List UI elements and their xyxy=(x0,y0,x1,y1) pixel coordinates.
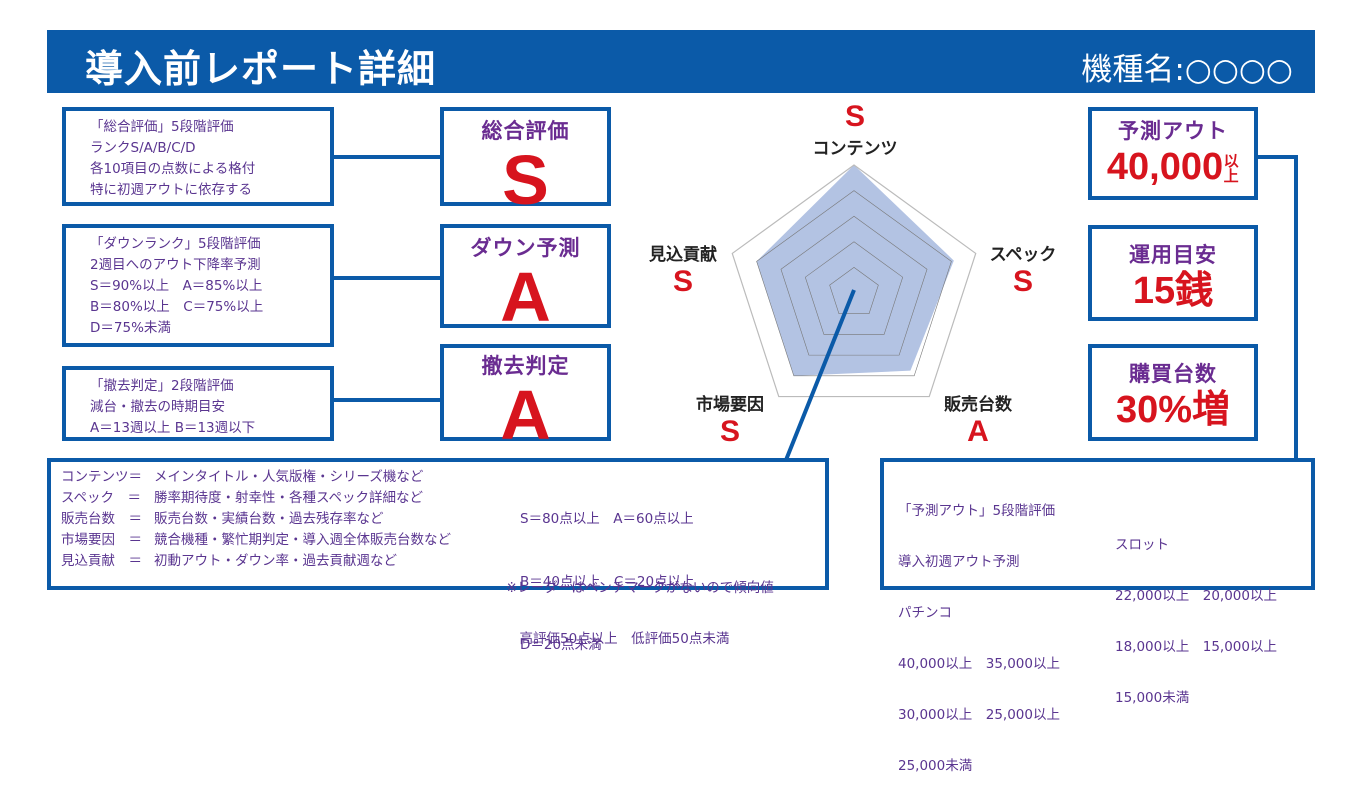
header-bar: 導入前レポート詳細 機種名:○○○○ xyxy=(47,30,1315,93)
overall-score-box: 総合評価 S xyxy=(440,107,611,215)
removal-desc-box: 「撤去判定」2段階評価減台・撤去の時期目安 A＝13週以上 B＝13週以下 xyxy=(62,366,334,441)
page-title: 導入前レポート詳細 xyxy=(85,47,437,91)
legend-term: コンテンツ＝ xyxy=(61,469,142,485)
predicted-out-value: 40,000 xyxy=(1106,146,1224,188)
legend-term: 市場要因 ＝ xyxy=(61,532,142,548)
desc-line: 2週目へのアウト下降率予測 xyxy=(90,257,261,273)
desc-line: 各10項目の点数による格付 xyxy=(90,161,256,177)
down-score-box: ダウン予測 A xyxy=(440,224,611,332)
radar-axis-grade: S xyxy=(844,100,865,133)
out-legend-box: 「予測アウト」5段階評価 導入初週アウト予測 パチンコ 40,000以上 35,… xyxy=(880,458,1315,774)
overall-desc-box: 「総合評価」5段階評価ランクS/A/B/C/D 各10項目の点数による格付特に初週… xyxy=(62,107,334,206)
radar-grid-ring xyxy=(829,267,879,315)
legend-item: 市場要因 ＝ 競合機種・繁忙期判定・導入週全体販売台数など xyxy=(61,530,451,551)
radar-connector-line xyxy=(784,289,856,461)
score-value: S xyxy=(502,141,549,219)
score-label: 撤去判定 xyxy=(481,354,570,378)
radar-axis-grade: S xyxy=(1012,265,1033,298)
radar-axis-label: 見込貢献 xyxy=(649,245,717,265)
legend-definition: 競合機種・繁忙期判定・導入週全体販売台数など xyxy=(154,532,451,548)
desc-line: 「総合評価」5段階評価 xyxy=(90,119,234,135)
legend-definition: 初動アウト・ダウン率・過去貢献週など xyxy=(154,553,397,569)
radar-axis-grade: S xyxy=(719,415,740,448)
radar-axis-label: スペック xyxy=(989,245,1057,265)
score-label: ダウン予測 xyxy=(470,236,581,260)
radar-axis-grade: A xyxy=(967,415,989,448)
legend-item: コンテンツ＝ メインタイトル・人気版権・シリーズ機など xyxy=(61,467,451,488)
legend-item: 販売台数 ＝ 販売台数・実績台数・過去残存率など xyxy=(61,509,451,530)
slot-row: 22,000以上 20,000以上 xyxy=(1115,588,1277,604)
legend-definition: 勝率期待度・射幸性・各種スペック詳細など xyxy=(154,490,424,506)
operation-box: 運用目安 15銭 xyxy=(1088,225,1258,321)
radar-data-area xyxy=(756,165,954,376)
pachinko-row: 30,000以上 25,000以上 xyxy=(898,707,1060,723)
note-line: 高評価50点以上 低評価50点未満 xyxy=(506,631,730,647)
score-value: A xyxy=(500,258,551,336)
desc-line: A＝13週以上 B＝13週以下 xyxy=(90,420,256,436)
desc-line: 「撤去判定」2段階評価 xyxy=(90,378,234,394)
radar-grid-ring xyxy=(804,241,904,335)
pachinko-row: 40,000以上 35,000以上 xyxy=(898,656,1060,672)
pachinko-row: 25,000未満 xyxy=(898,758,973,774)
model-name: 機種名:○○○○ xyxy=(1081,52,1293,88)
legend-term: 販売台数 ＝ xyxy=(61,511,142,527)
legend-term: 見込貢献 ＝ xyxy=(61,553,142,569)
suffix: 上 xyxy=(1223,167,1239,185)
desc-line: ランクS/A/B/C/D xyxy=(90,140,196,156)
connector xyxy=(1256,155,1298,159)
desc-line: B＝80%以上 C＝75%以上 xyxy=(90,299,264,315)
radar-grid-ring xyxy=(756,190,952,377)
radar-legend-box: コンテンツ＝ メインタイトル・人気版権・シリーズ機などスペック ＝ 勝率期待度・射幸… xyxy=(47,458,829,653)
legend-definition: 販売台数・実績台数・過去残存率など xyxy=(154,511,384,527)
score-label: 運用目安 xyxy=(1129,243,1217,267)
score-value: A xyxy=(500,376,551,454)
legend-term: スペック ＝ xyxy=(61,490,142,506)
predicted-out-box: 予測アウト 40,000以上 xyxy=(1088,107,1258,200)
pachinko-title: パチンコ xyxy=(898,605,952,621)
radar-axis-label: コンテンツ xyxy=(812,139,898,159)
removal-score-box: 撤去判定 A xyxy=(440,344,611,450)
desc-line: 減台・撤去の時期目安 xyxy=(90,399,225,415)
radar-chart xyxy=(731,164,977,461)
desc-line: 特に初週アウトに依存する xyxy=(90,182,252,198)
slot-row: 15,000未満 xyxy=(1115,690,1190,706)
score-value: 40,000以上 xyxy=(1092,145,1254,189)
connector xyxy=(333,155,441,159)
score-value: 30%増 xyxy=(1115,389,1231,431)
down-desc-box: 「ダウンランク」5段階評価 2週目へのアウト下降率予測 S＝90%以上 A＝85%以… xyxy=(62,224,334,347)
grade-line: S＝80点以上 A＝60点以上 xyxy=(520,511,694,527)
legend-item: 見込貢献 ＝ 初動アウト・ダウン率・過去貢献週など xyxy=(61,551,451,572)
desc-line: D＝75%未満 xyxy=(90,320,171,336)
grade-line: B＝40点以上 C＝20点以上 xyxy=(520,574,695,590)
radar-grid-ring xyxy=(780,215,928,356)
score-value: 15銭 xyxy=(1132,270,1214,312)
legend-line: 導入初週アウト予測 xyxy=(898,554,1020,570)
desc-line: S＝90%以上 A＝85%以上 xyxy=(90,278,263,294)
radar-axis-grade: S xyxy=(672,265,693,298)
radar-axis-label: 市場要因 xyxy=(696,395,764,415)
suffix: 以 xyxy=(1223,152,1239,170)
desc-line: 「ダウンランク」5段階評価 xyxy=(90,236,261,252)
slot-title: スロット xyxy=(1115,537,1169,553)
radar-axis-label: 販売台数 xyxy=(944,395,1012,415)
slot-row: 18,000以上 15,000以上 xyxy=(1115,639,1277,655)
connector xyxy=(333,398,441,402)
connector xyxy=(1294,155,1298,460)
score-label: 総合評価 xyxy=(481,119,570,143)
legend-item: スペック ＝ 勝率期待度・射幸性・各種スペック詳細など xyxy=(61,488,451,509)
purchase-box: 購買台数 30%増 xyxy=(1088,344,1258,441)
radar-grid-ring xyxy=(731,164,977,398)
note-line: ※レーダーはベンチマークがないので傾向値 xyxy=(506,580,774,596)
score-label: 購買台数 xyxy=(1129,362,1217,386)
connector xyxy=(333,276,441,280)
legend-definition: メインタイトル・人気版権・シリーズ機など xyxy=(154,469,424,485)
legend-line: 「予測アウト」5段階評価 xyxy=(898,503,1056,519)
score-label: 予測アウト xyxy=(1118,119,1228,143)
